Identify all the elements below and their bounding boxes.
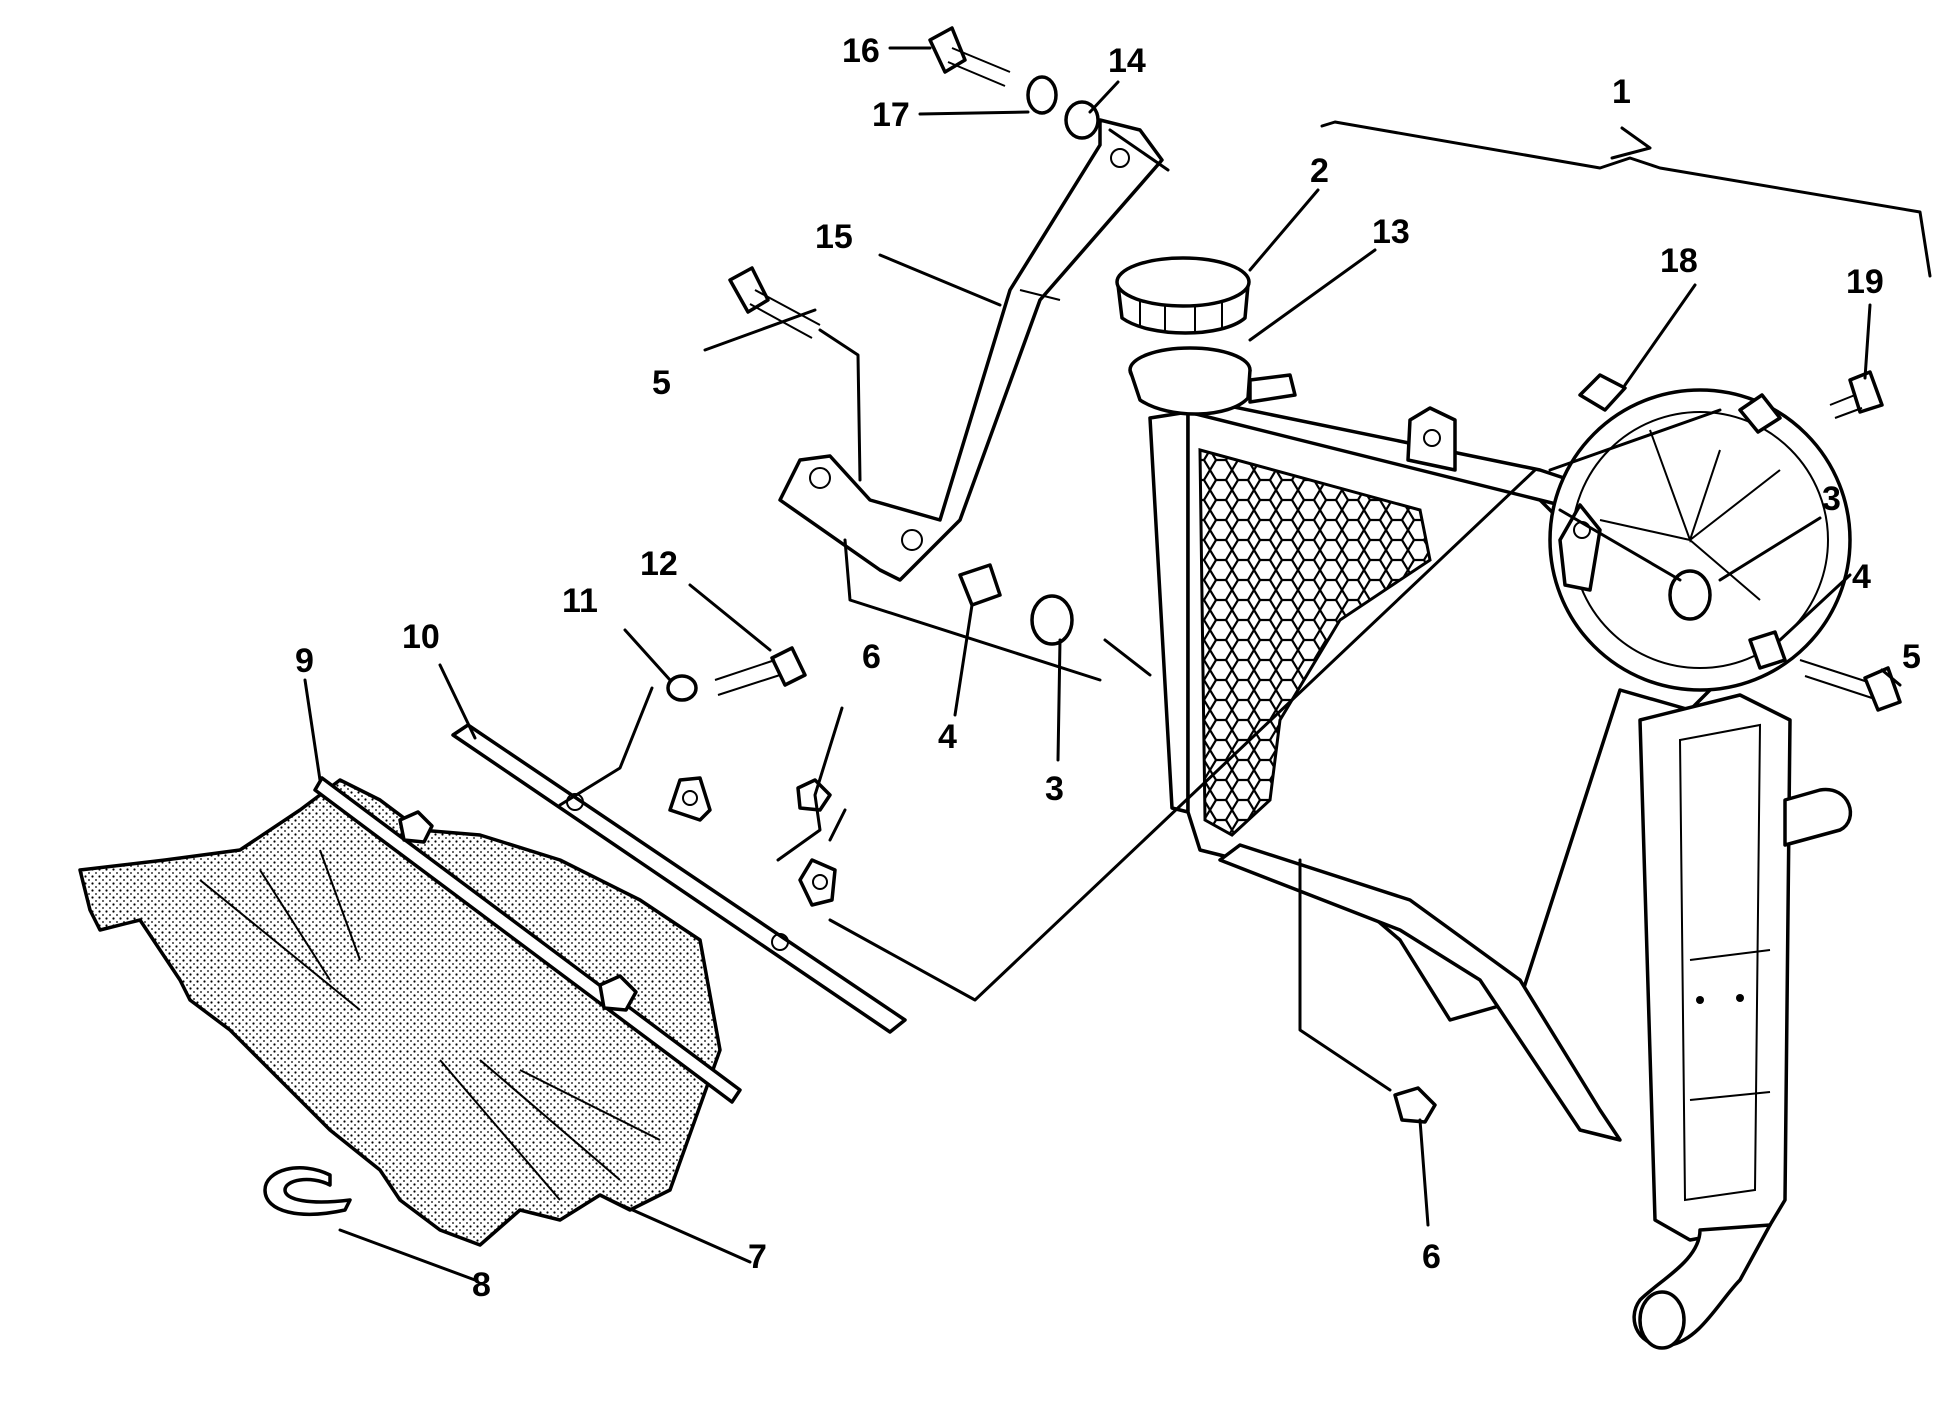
radiator-shroud <box>78 778 722 1247</box>
callout-11: 11 <box>562 582 598 620</box>
hose-clamp <box>263 1166 352 1216</box>
callout-16: 16 <box>842 32 880 70</box>
filler-neck <box>1128 346 1297 416</box>
callout-3-right: 3 <box>1822 480 1841 518</box>
callout-4-left: 4 <box>938 718 957 756</box>
radiator-assembly <box>1148 120 1932 1350</box>
callout-4-right: 4 <box>1852 558 1871 596</box>
rod-9 <box>313 776 742 1104</box>
callout-13: 13 <box>1372 213 1410 251</box>
callout-6-lower: 6 <box>1422 1238 1441 1276</box>
callout-2: 2 <box>1310 152 1329 190</box>
callout-15: 15 <box>815 218 853 256</box>
callout-1: 1 <box>1612 73 1631 111</box>
cooling-fan <box>1548 373 1852 692</box>
callout-10: 10 <box>402 618 440 656</box>
callout-19: 19 <box>1846 263 1884 301</box>
callout-5-right: 5 <box>1902 638 1921 676</box>
callout-3-left: 3 <box>1045 770 1064 808</box>
callout-labels: 1 2 13 18 19 3 4 5 16 14 17 15 5 12 11 1… <box>295 32 1921 1304</box>
radiator-cap <box>1115 256 1251 335</box>
callout-7: 7 <box>748 1238 767 1276</box>
callout-8: 8 <box>472 1266 491 1304</box>
callout-5-left: 5 <box>652 364 671 402</box>
callout-17: 17 <box>872 96 910 134</box>
callout-14: 14 <box>1108 42 1146 80</box>
leader-lines <box>303 46 1902 1282</box>
callout-18: 18 <box>1660 242 1698 280</box>
callout-9: 9 <box>295 642 314 680</box>
hardware <box>398 26 1902 1124</box>
radiator-bracket <box>778 118 1164 582</box>
callout-12: 12 <box>640 545 678 583</box>
callout-6-upper: 6 <box>862 638 881 676</box>
